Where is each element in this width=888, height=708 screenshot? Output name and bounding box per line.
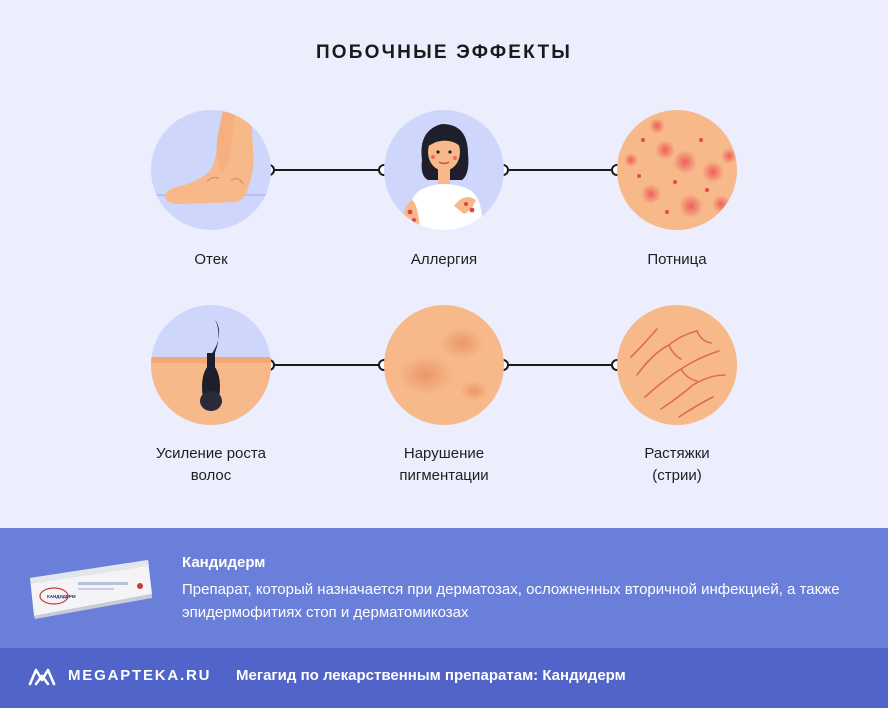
pigmentation-icon (384, 305, 504, 425)
product-name: Кандидерм (182, 554, 266, 571)
product-description: Препарат, который назначается при дермат… (182, 581, 840, 621)
allergy-woman-icon (384, 110, 504, 230)
page-title: ПОБОЧНЫЕ ЭФФЕКТЫ (315, 42, 573, 63)
swollen-foot-icon (151, 110, 271, 230)
product-info-band: КАНДИДЕРМ Кандидерм Препарат, который на… (0, 528, 888, 648)
megapteka-logo-link[interactable]: MEGAPTEKA.RU (68, 667, 212, 684)
connector-line (508, 169, 618, 171)
megapteka-logo-icon (28, 668, 56, 686)
footer-bar: MEGAPTEKA.RU Мегагид по лекарственным пр… (0, 648, 888, 708)
heat-rash-icon (617, 110, 737, 230)
product-package-text: КАНДИДЕРМ (47, 594, 76, 599)
effect-label-pigmentation: Нарушение пигментации (399, 445, 489, 484)
hair-growth-icon (151, 305, 271, 425)
connector-line (508, 364, 618, 366)
connector-line (273, 169, 384, 171)
footer-caption: Мегагид по лекарственным препаратам: Кан… (236, 667, 626, 684)
effect-label-heat-rash: Потница (647, 251, 707, 268)
effect-label-edema: Отек (194, 251, 228, 268)
product-package-image: КАНДИДЕРМ (28, 556, 154, 620)
stretch-marks-icon (617, 305, 737, 425)
effect-label-hair-growth: Усиление роста волос (156, 445, 266, 484)
effect-label-allergy: Аллергия (410, 251, 478, 268)
connector-line (273, 364, 384, 366)
effect-label-stretch-marks: Растяжки (стрии) (644, 445, 710, 484)
